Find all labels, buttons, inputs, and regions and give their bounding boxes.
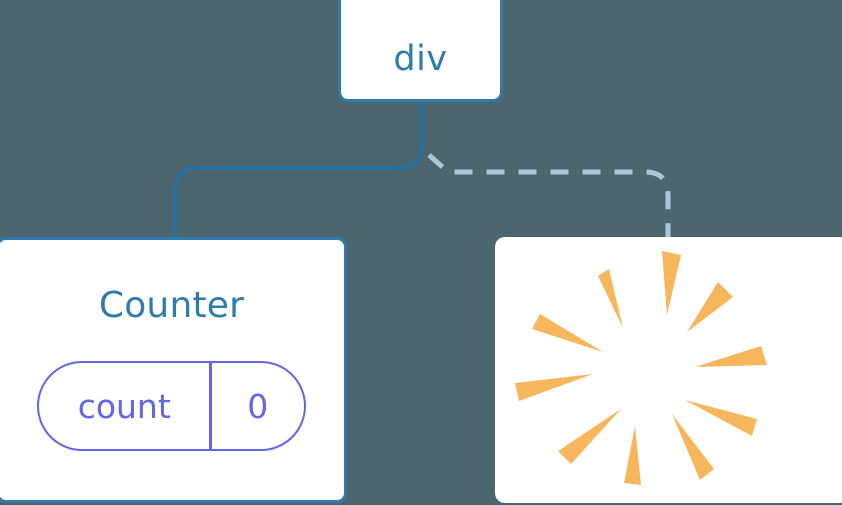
state-divider [209,363,212,449]
node-render-burst[interactable] [495,237,842,503]
node-div-label: div [393,39,448,79]
sparkle-burst-icon [515,251,767,485]
state-key: count [77,386,171,426]
node-div[interactable]: div [338,0,503,102]
state-value: 0 [247,386,269,426]
edge-div-to-counter [173,99,424,242]
node-counter-title: Counter [98,285,245,326]
node-counter[interactable]: Counter count 0 [0,237,347,503]
edge-div-to-burst [427,153,671,240]
state-badge[interactable]: count 0 [37,361,306,451]
